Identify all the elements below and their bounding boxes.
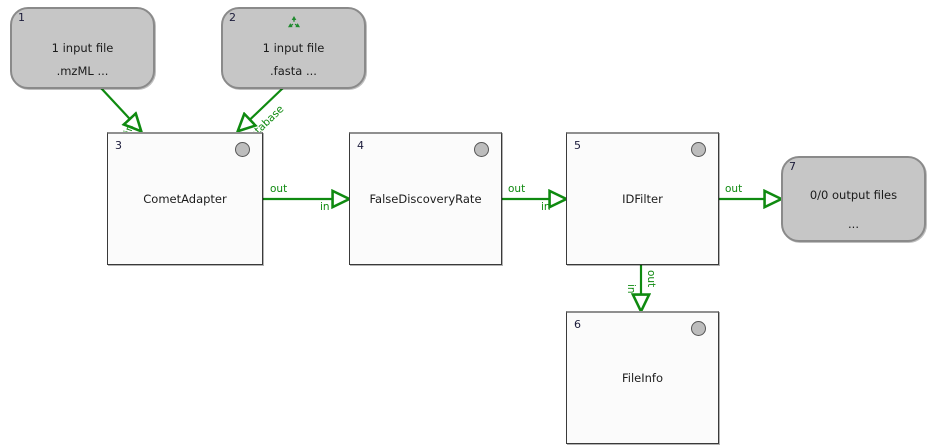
node-number: 3 — [115, 139, 122, 152]
node-id-filter[interactable]: 5 IDFilter — [566, 132, 719, 265]
node-number: 6 — [574, 318, 581, 331]
status-bullet-icon — [235, 142, 250, 157]
node-output-files[interactable]: 7 0/0 output files ... — [781, 156, 926, 242]
node-label: 0/0 output files — [809, 188, 898, 202]
status-bullet-icon — [691, 321, 706, 336]
node-label: IDFilter — [622, 192, 663, 206]
node-input-fasta[interactable]: 2 1 input file .fasta ... — [221, 7, 366, 89]
edge-1-to-3 — [100, 87, 141, 131]
node-sublabel: .fasta ... — [270, 64, 317, 78]
node-label: FileInfo — [621, 371, 663, 385]
port-label-out-node4: out — [508, 183, 526, 195]
port-label-in-node5: in — [541, 201, 551, 213]
node-label: 1 input file — [262, 41, 325, 55]
node-number: 5 — [574, 139, 581, 152]
node-sublabel: .mzML ... — [56, 64, 109, 78]
node-comet-adapter[interactable]: 3 CometAdapter — [107, 132, 263, 265]
port-label-in-node6: in — [625, 284, 637, 294]
node-sublabel: ... — [848, 217, 859, 231]
port-label-in-node4: in — [320, 201, 330, 213]
node-false-discovery-rate[interactable]: 4 FalseDiscoveryRate — [349, 132, 502, 265]
node-file-info[interactable]: 6 FileInfo — [566, 311, 719, 444]
recycle-icon — [285, 14, 303, 32]
port-label-out-node5-a: out — [725, 183, 743, 195]
node-label: 1 input file — [51, 41, 114, 55]
port-label-out-node3: out — [270, 183, 288, 195]
node-input-mzml[interactable]: 1 1 input file .mzML ... — [10, 7, 155, 89]
status-bullet-icon — [691, 142, 706, 157]
node-label: FalseDiscoveryRate — [369, 192, 482, 206]
node-label: CometAdapter — [143, 192, 227, 206]
node-number: 2 — [229, 11, 236, 24]
status-bullet-icon — [474, 142, 489, 157]
node-number: 1 — [18, 11, 25, 24]
node-number: 4 — [357, 139, 364, 152]
port-label-out-node5-b: out — [645, 270, 657, 288]
node-number: 7 — [789, 160, 796, 173]
